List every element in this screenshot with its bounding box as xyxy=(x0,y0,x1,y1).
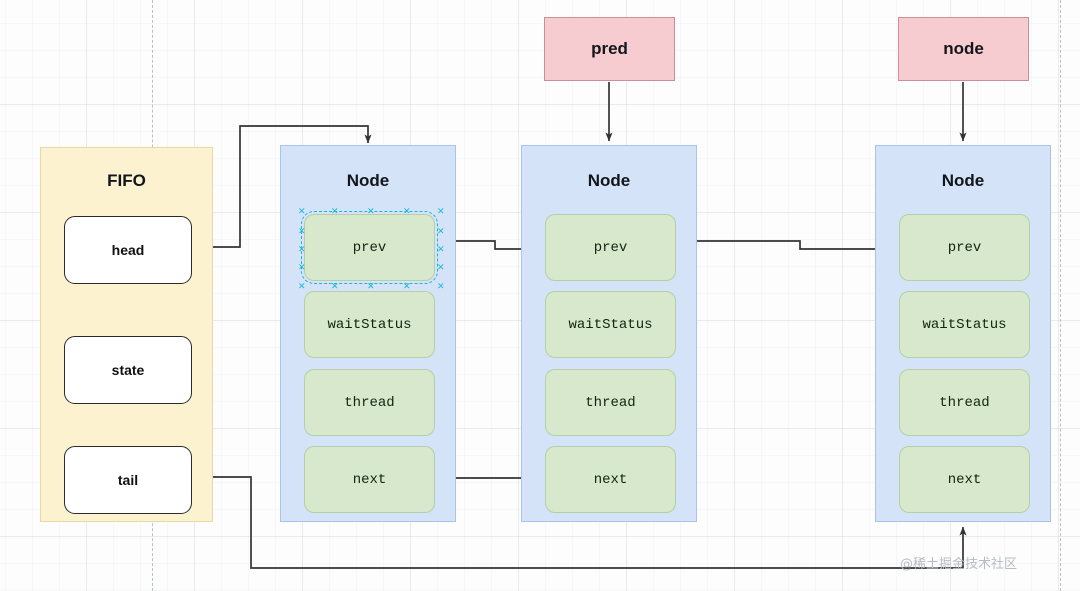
pointer-box-pred[interactable]: pred xyxy=(544,17,675,81)
node-1-field-prev-label: prev xyxy=(352,239,387,256)
node-3-field-next[interactable]: next xyxy=(899,446,1030,513)
selection-handle-n2[interactable]: ✕ xyxy=(403,206,411,216)
edge-node3prev-to-node2prev xyxy=(684,237,898,250)
node-2-field-waitstatus[interactable]: waitStatus xyxy=(545,291,676,358)
selection-handle-s[interactable]: ✕ xyxy=(367,281,375,291)
selection-handle-s2[interactable]: ✕ xyxy=(403,281,411,291)
pointer-box-node-label: node xyxy=(943,39,984,58)
edge-head-to-node1 xyxy=(192,125,372,248)
node-1-field-next[interactable]: next xyxy=(304,446,435,513)
node-1-field-thread[interactable]: thread xyxy=(304,369,435,436)
node-3-field-next-label: next xyxy=(947,471,982,488)
node-2-field-next[interactable]: next xyxy=(545,446,676,513)
node-2-field-thread-label: thread xyxy=(585,394,636,411)
selection-handle-w2[interactable]: ✕ xyxy=(298,262,306,272)
pointer-box-pred-label: pred xyxy=(591,39,628,58)
fifo-field-state-label: state xyxy=(111,362,145,378)
node-2-container[interactable]: Node prev waitStatus thread next xyxy=(521,145,697,522)
node-1-field-next-label: next xyxy=(352,471,387,488)
node-1-container[interactable]: Node prev ✕ ✕ ✕ ✕ ✕ ✕ ✕ ✕ ✕ ✕ ✕ ✕ ✕ ✕ ✕ … xyxy=(280,145,456,522)
fifo-field-state[interactable]: state xyxy=(64,336,192,404)
node-1-field-thread-label: thread xyxy=(344,394,395,411)
node-2-field-waitstatus-label: waitStatus xyxy=(568,316,653,333)
node-1-field-prev[interactable]: prev ✕ ✕ ✕ ✕ ✕ ✕ ✕ ✕ ✕ ✕ ✕ ✕ ✕ ✕ ✕ ✕ xyxy=(298,207,445,291)
fifo-title: FIFO xyxy=(107,171,146,190)
selection-handle-e1[interactable]: ✕ xyxy=(437,226,445,236)
pointer-box-node[interactable]: node xyxy=(898,17,1029,81)
selection-handle-e2[interactable]: ✕ xyxy=(437,262,445,272)
node-3-field-thread-label: thread xyxy=(939,394,990,411)
fifo-field-head[interactable]: head xyxy=(64,216,192,284)
selection-handle-n[interactable]: ✕ xyxy=(367,206,375,216)
node-1-field-waitstatus[interactable]: waitStatus xyxy=(304,291,435,358)
selection-handle-s1[interactable]: ✕ xyxy=(331,281,339,291)
page-break-line-right xyxy=(1060,0,1061,591)
selection-handle-w1[interactable]: ✕ xyxy=(298,226,306,236)
node-3-field-waitstatus-label: waitStatus xyxy=(922,316,1007,333)
node-2-field-thread[interactable]: thread xyxy=(545,369,676,436)
edge-tail-to-node3 xyxy=(192,476,967,569)
selection-handle-se[interactable]: ✕ xyxy=(437,281,445,291)
edge-node2prev-to-node1prev xyxy=(443,237,542,250)
node-1-title: Node xyxy=(346,171,390,190)
node-2-field-prev[interactable]: prev xyxy=(545,214,676,281)
fifo-field-head-label: head xyxy=(111,242,145,258)
node-3-field-thread[interactable]: thread xyxy=(899,369,1030,436)
node-1-field-waitstatus-label: waitStatus xyxy=(327,316,412,333)
node-3-field-prev[interactable]: prev xyxy=(899,214,1030,281)
node-3-field-prev-label: prev xyxy=(947,239,982,256)
node-2-field-prev-label: prev xyxy=(593,239,628,256)
node-2-title: Node xyxy=(587,171,631,190)
selection-handle-ne[interactable]: ✕ xyxy=(437,206,445,216)
fifo-field-tail-label: tail xyxy=(117,472,139,488)
node-3-field-waitstatus[interactable]: waitStatus xyxy=(899,291,1030,358)
node-2-field-next-label: next xyxy=(593,471,628,488)
node-3-title: Node xyxy=(941,171,985,190)
node-3-container[interactable]: Node prev waitStatus thread next xyxy=(875,145,1051,522)
fifo-field-tail[interactable]: tail xyxy=(64,446,192,514)
selection-handle-n1[interactable]: ✕ xyxy=(331,206,339,216)
watermark: @稀土掘金技术社区 xyxy=(900,557,1018,572)
selection-handle-w[interactable]: ✕ xyxy=(298,244,306,254)
selection-handle-e[interactable]: ✕ xyxy=(437,244,445,254)
selection-handle-sw[interactable]: ✕ xyxy=(298,281,306,291)
selection-handle-nw[interactable]: ✕ xyxy=(298,206,306,216)
fifo-container[interactable]: FIFO head state tail xyxy=(40,147,213,522)
